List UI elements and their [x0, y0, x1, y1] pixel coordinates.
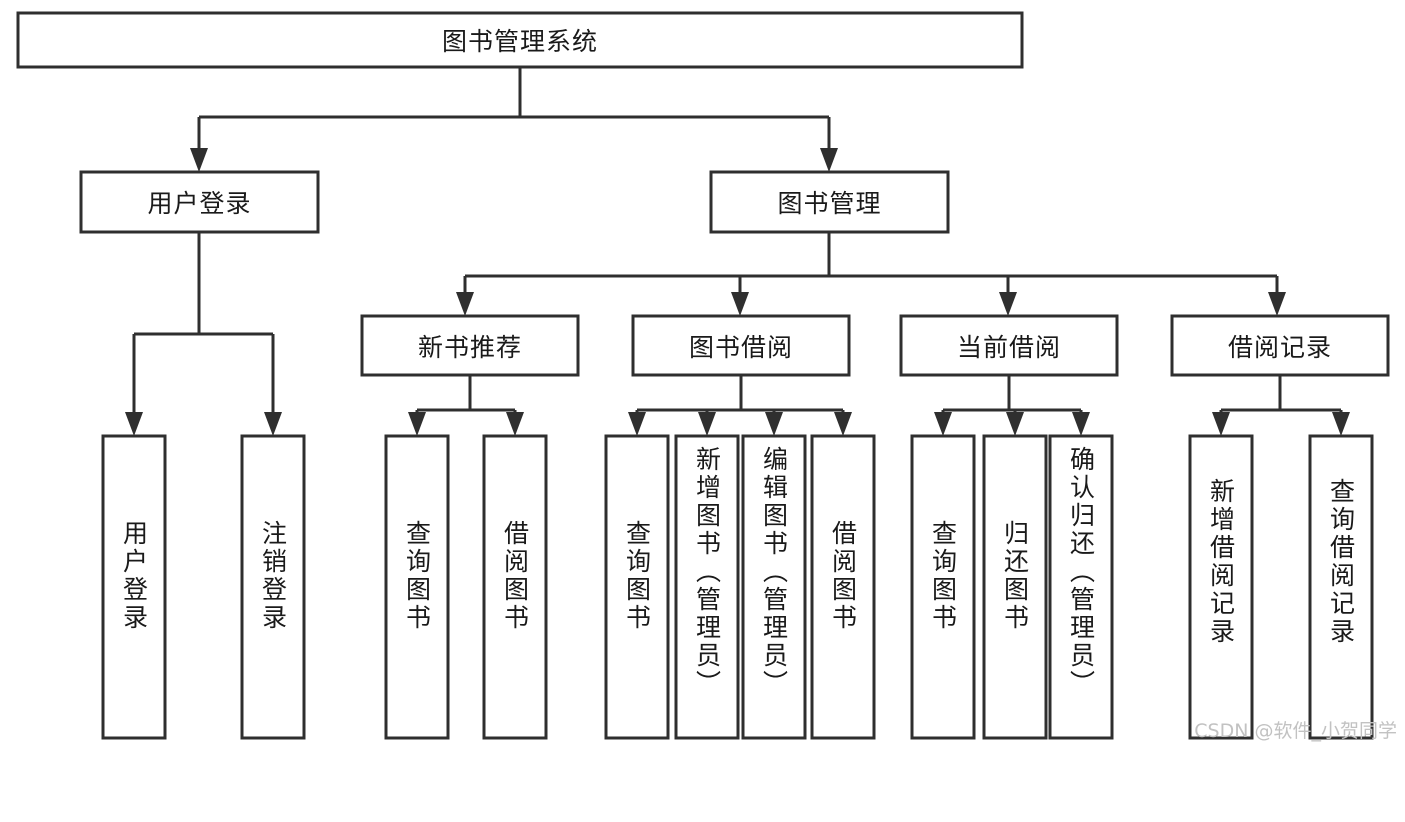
arrow-leaf-borrow-edit-book [765, 412, 783, 436]
node-box-layer [16, 11, 1390, 740]
arrow-leaf-recommend-borrow-book [506, 412, 524, 436]
diagram-canvas: 图书管理系统 用户登录 图书管理 新书推荐 图书借阅 当前借阅 借阅记录 用户登… [16, 11, 1397, 742]
connector-layer [125, 67, 1350, 436]
arrow-leaf-user-login [125, 412, 143, 436]
node-box-leaf-borrow-borrow-book[interactable] [810, 434, 876, 740]
node-box-user-login[interactable] [79, 170, 320, 234]
arrow-leaf-borrow-borrow-book [834, 412, 852, 436]
arrow-leaf-current-return-book [1006, 412, 1024, 436]
node-box-leaf-borrow-add-book[interactable] [674, 434, 740, 740]
node-box-root[interactable] [16, 11, 1024, 69]
node-box-current-borrow[interactable] [899, 314, 1119, 377]
node-box-leaf-current-return-book[interactable] [982, 434, 1048, 740]
arrow-leaf-borrow-add-book [698, 412, 716, 436]
node-box-leaf-user-logout[interactable] [240, 434, 306, 740]
node-box-leaf-recommend-query-book[interactable] [384, 434, 450, 740]
node-box-book-borrow[interactable] [631, 314, 851, 377]
node-box-leaf-record-query[interactable] [1308, 434, 1374, 740]
arrow-leaf-recommend-query-book [408, 412, 426, 436]
arrow-leaf-current-confirm-return [1072, 412, 1090, 436]
arrow-to-book-management [820, 148, 838, 172]
arrow-leaf-user-logout [264, 412, 282, 436]
arrow-leaf-record-add [1212, 412, 1230, 436]
arrow-leaf-record-query [1332, 412, 1350, 436]
node-box-leaf-record-add[interactable] [1188, 434, 1254, 740]
node-box-book-management[interactable] [709, 170, 950, 234]
arrow-to-current-borrow [999, 292, 1017, 316]
node-box-leaf-recommend-borrow-book[interactable] [482, 434, 548, 740]
node-box-leaf-borrow-query-book[interactable] [604, 434, 670, 740]
arrow-leaf-current-query-book [934, 412, 952, 436]
tree-diagram-svg [16, 11, 1390, 740]
node-box-new-book-recommend[interactable] [360, 314, 580, 377]
node-box-leaf-current-query-book[interactable] [910, 434, 976, 740]
arrow-to-user-login [190, 148, 208, 172]
node-box-leaf-current-confirm-return[interactable] [1048, 434, 1114, 740]
arrow-to-book-borrow [731, 292, 749, 316]
arrow-to-borrow-record [1268, 292, 1286, 316]
node-box-borrow-record[interactable] [1170, 314, 1390, 377]
arrow-to-new-book-recommend [456, 292, 474, 316]
arrow-leaf-borrow-query-book [628, 412, 646, 436]
node-box-leaf-borrow-edit-book[interactable] [741, 434, 807, 740]
node-box-leaf-user-login[interactable] [101, 434, 167, 740]
